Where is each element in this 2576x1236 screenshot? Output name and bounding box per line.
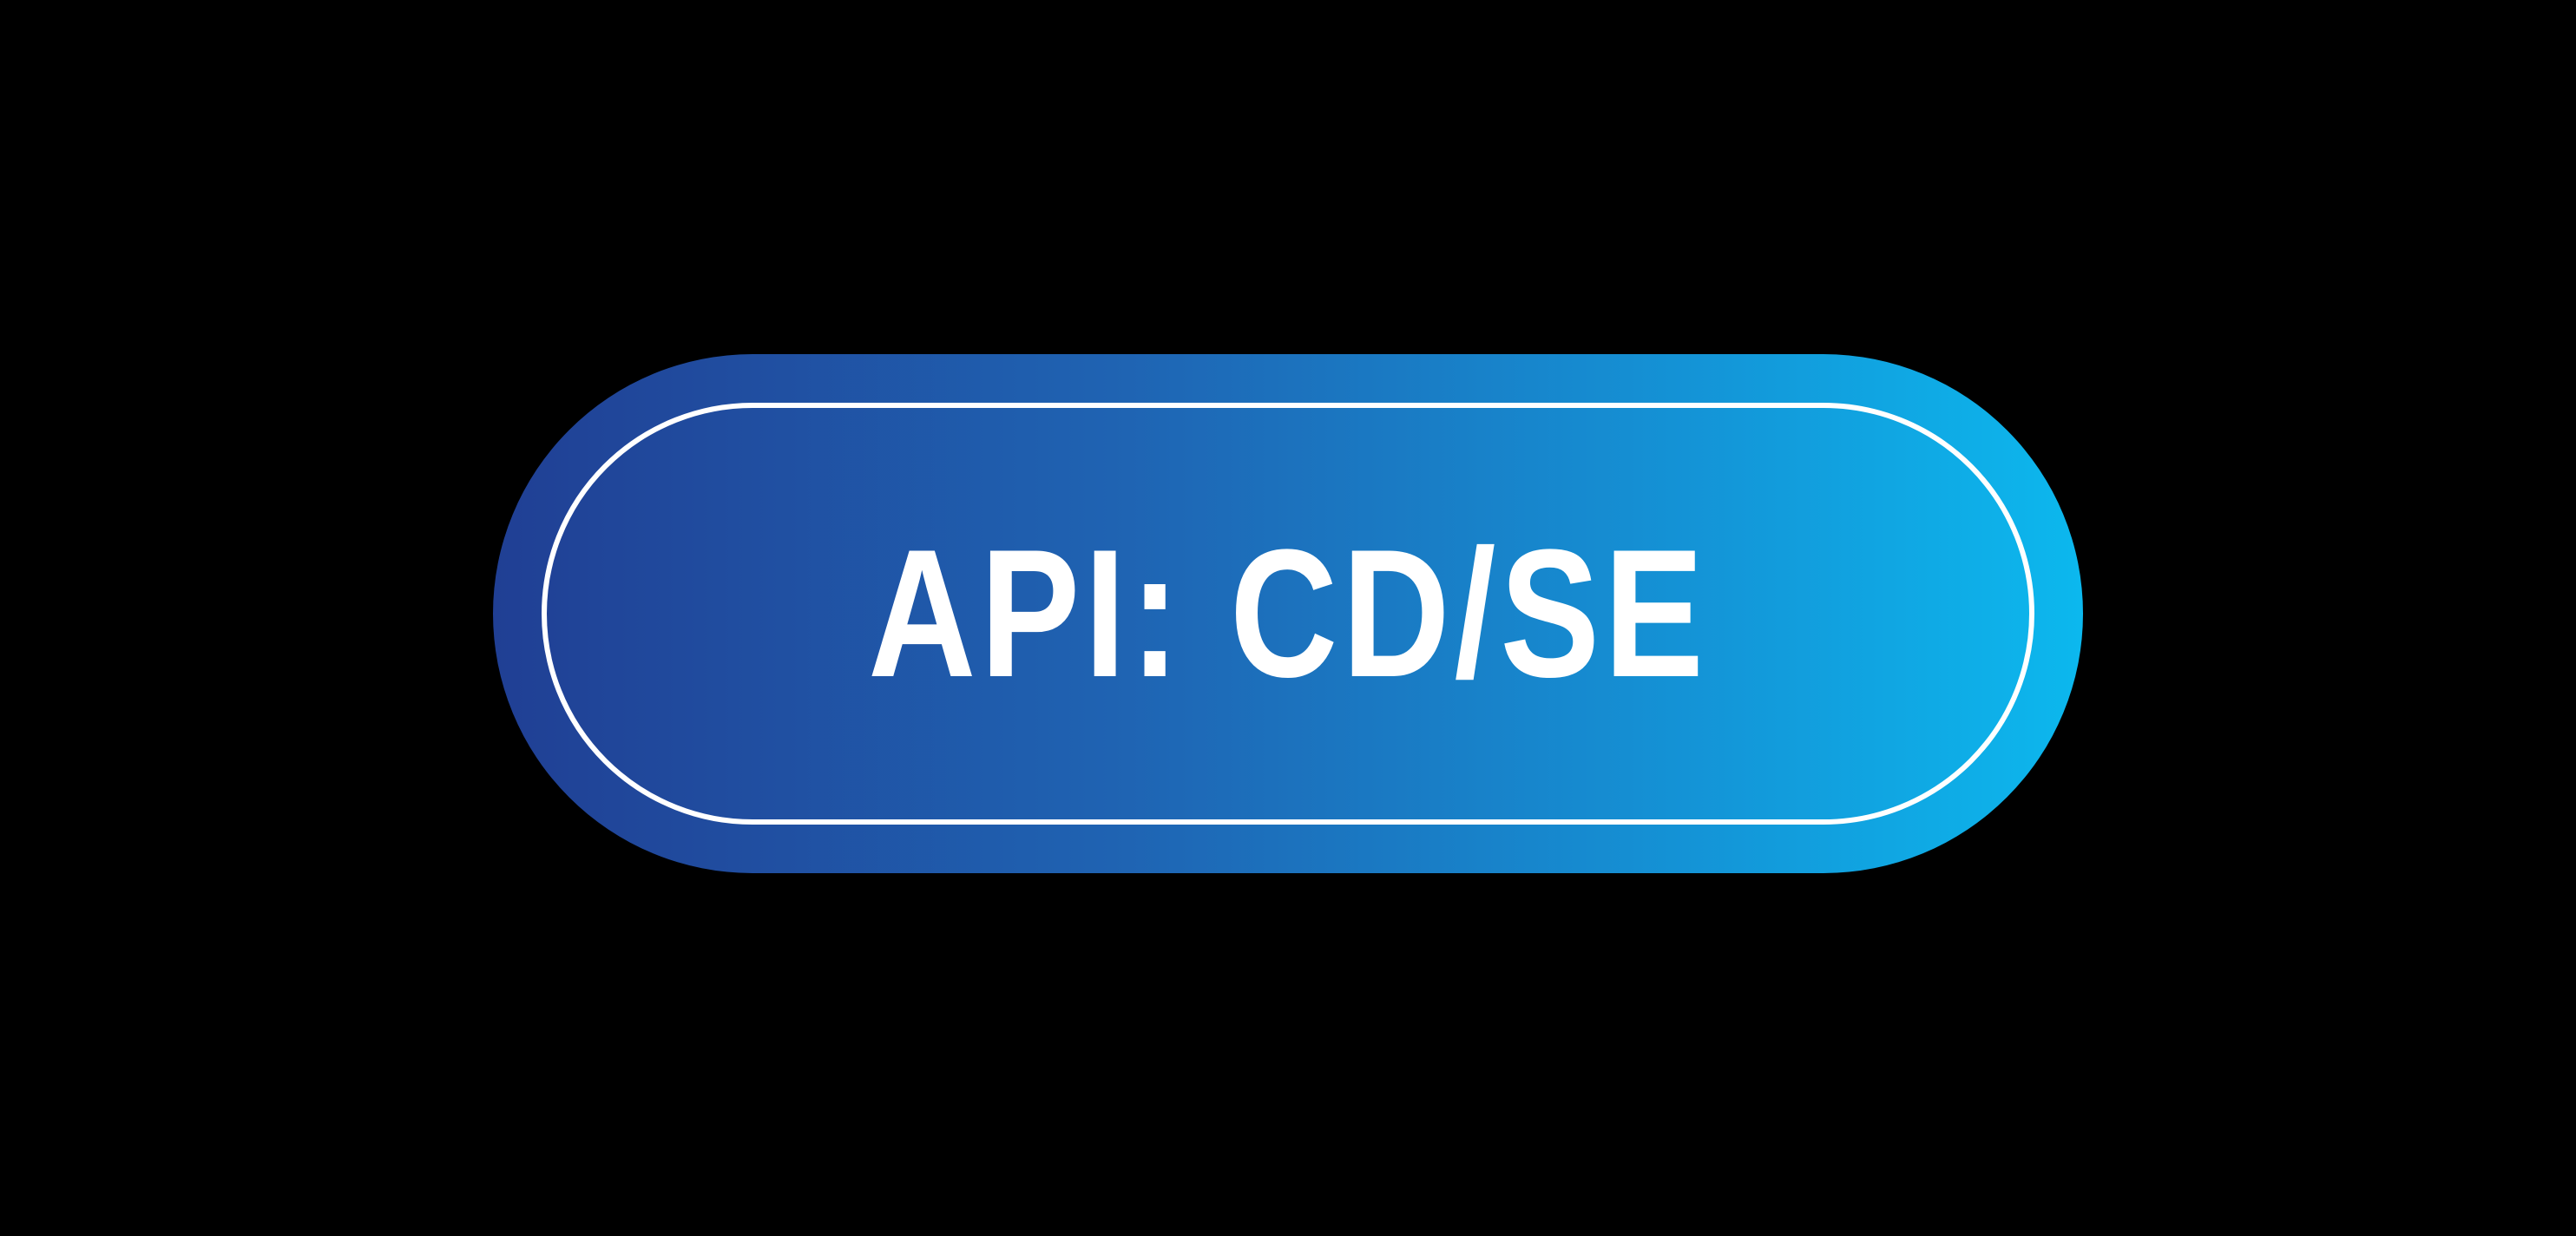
badge-inner-outline	[542, 403, 2034, 825]
badge-label: API: CD/SE	[868, 511, 1708, 715]
api-badge: API: CD/SE	[493, 354, 2083, 873]
